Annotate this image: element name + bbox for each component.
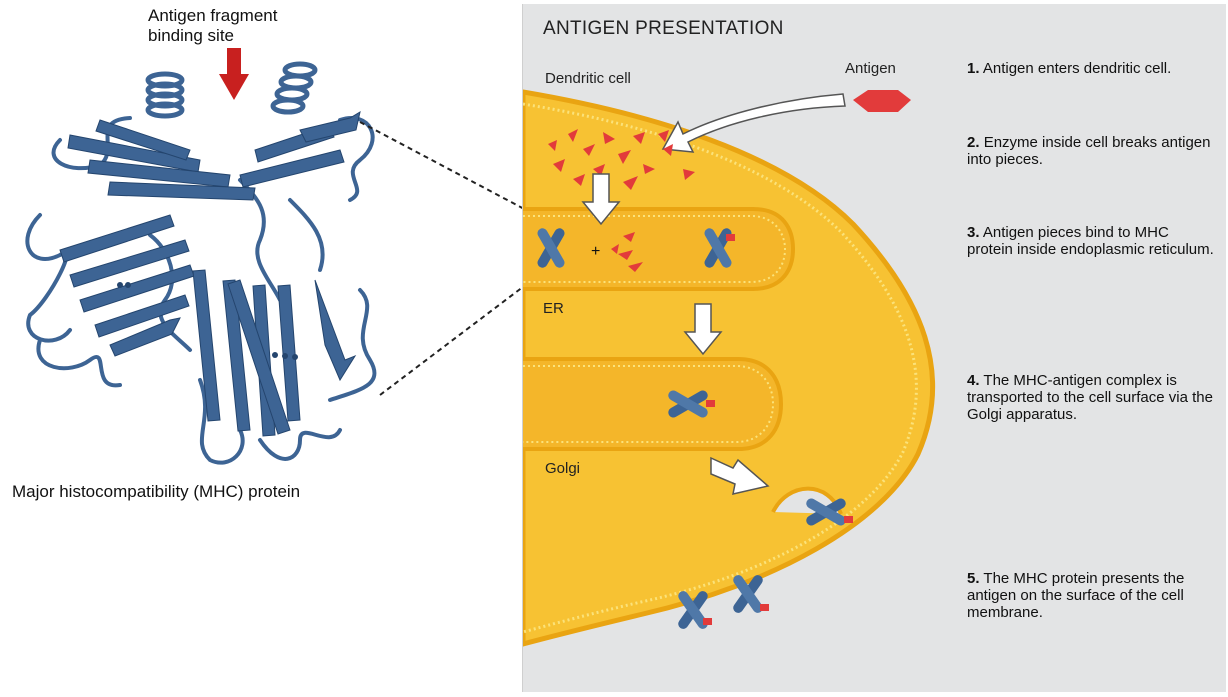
disulfide-bond-marks <box>117 282 298 360</box>
beta-sheet-lower-right <box>192 269 357 437</box>
step-2: 2. Enzyme inside cell breaks antigen int… <box>967 134 1217 168</box>
step-3-number: 3. <box>967 224 980 241</box>
step-5-number: 5. <box>967 570 980 587</box>
plus-sign: + <box>591 243 600 260</box>
mhc-molecules: + <box>537 228 853 629</box>
down-arrow-icon <box>581 173 621 226</box>
right-arrow-icon <box>710 456 770 495</box>
step-1-text: Antigen enters dendritic cell. <box>982 60 1172 77</box>
binding-site-label-line1: Antigen fragment <box>148 6 278 25</box>
mhc-molecule-presenting-1 <box>678 591 712 629</box>
binding-site-arrow-icon <box>219 48 249 100</box>
step-3: 3. Antigen pieces bind to MHC protein in… <box>967 224 1217 258</box>
antigen-icon <box>853 90 911 112</box>
step-4: 4. The MHC-antigen complex is transporte… <box>967 372 1217 423</box>
antigen-presentation-panel: ANTIGEN PRESENTATION <box>522 4 1226 692</box>
step-1: 1. Antigen enters dendritic cell. <box>967 60 1217 77</box>
beta-sheet-platform <box>67 110 361 201</box>
er-antigen-fragments <box>611 232 643 272</box>
mhc-molecule-surface <box>806 498 853 526</box>
antigen-entry-arrow-icon <box>661 93 846 153</box>
step-1-number: 1. <box>967 60 980 77</box>
alpha-helix-coil-left <box>145 71 185 119</box>
golgi-label: Golgi <box>545 460 581 477</box>
step-2-number: 2. <box>967 134 980 151</box>
binding-site-label-line2: binding site <box>148 26 235 45</box>
alpha-helix-coil-right <box>270 61 318 115</box>
antigen-fragments <box>548 129 695 190</box>
dendritic-cell-illustration: + <box>523 89 936 647</box>
step-3-text: Antigen pieces bind to MHC protein insid… <box>967 224 1214 258</box>
mhc-molecule-presenting-2 <box>733 575 769 613</box>
panel-title: ANTIGEN PRESENTATION <box>543 18 784 39</box>
mhc-molecule-golgi <box>668 390 715 418</box>
binding-site-label: Antigen fragment binding site <box>148 6 277 46</box>
zoom-connector-lines <box>359 121 549 396</box>
step-4-text: The MHC-antigen complex is transported t… <box>967 372 1213 423</box>
step-5-text: The MHC protein presents the antigen on … <box>967 570 1185 621</box>
mhc-molecule-er-bound <box>704 228 735 268</box>
step-2-text: Enzyme inside cell breaks antigen into p… <box>967 134 1211 168</box>
step-4-number: 4. <box>967 372 980 389</box>
golgi-apparatus <box>523 357 784 451</box>
mhc-protein-caption: Major histocompatibility (MHC) protein <box>12 482 301 501</box>
step-5: 5. The MHC protein presents the antigen … <box>967 570 1217 621</box>
step-arrows <box>581 173 770 495</box>
er-label: ER <box>543 300 564 317</box>
endoplasmic-reticulum <box>523 207 796 291</box>
down-arrow-icon <box>683 303 723 356</box>
antigen-label: Antigen <box>845 60 896 77</box>
dendritic-cell-label: Dendritic cell <box>545 70 631 87</box>
mhc-molecule-empty <box>537 228 565 268</box>
